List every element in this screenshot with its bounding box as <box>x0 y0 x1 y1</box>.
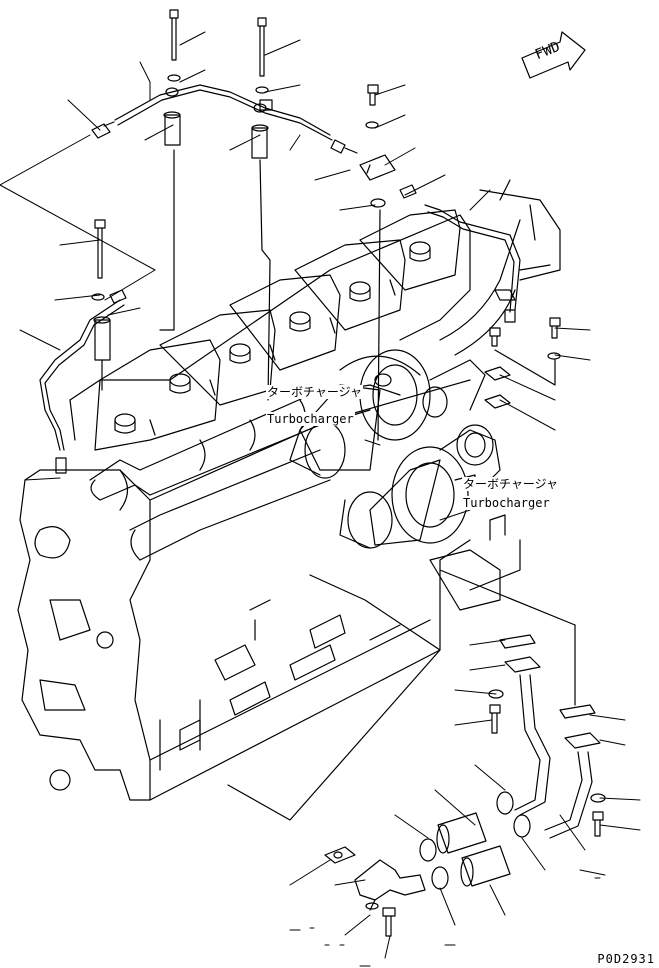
right-side-fittings <box>484 317 561 409</box>
leader-lines <box>0 31 641 959</box>
drawing-code: P0D2931 <box>597 952 655 966</box>
engine-block <box>17 379 521 801</box>
callout-marks <box>289 877 601 967</box>
turbocharger-upper-label-en: Turbocharger <box>266 412 355 426</box>
valve-cover-caps <box>114 241 431 434</box>
oil-line-left-assembly <box>39 219 127 474</box>
turbocharger-lower-label-en: Turbocharger <box>462 496 551 510</box>
exhaust-piping <box>439 179 561 356</box>
cylinder-head-covers <box>69 209 471 451</box>
forward-direction-arrow <box>521 31 586 79</box>
drain-pipe-assembly <box>227 569 606 937</box>
turbocharger-lower-label-jp: ターボチャージャ <box>462 477 560 491</box>
turbocharger-lower <box>339 424 501 549</box>
turbocharger-upper-label-jp: ターボチャージャ <box>266 385 364 399</box>
oil-line-top-assembly <box>91 9 521 441</box>
